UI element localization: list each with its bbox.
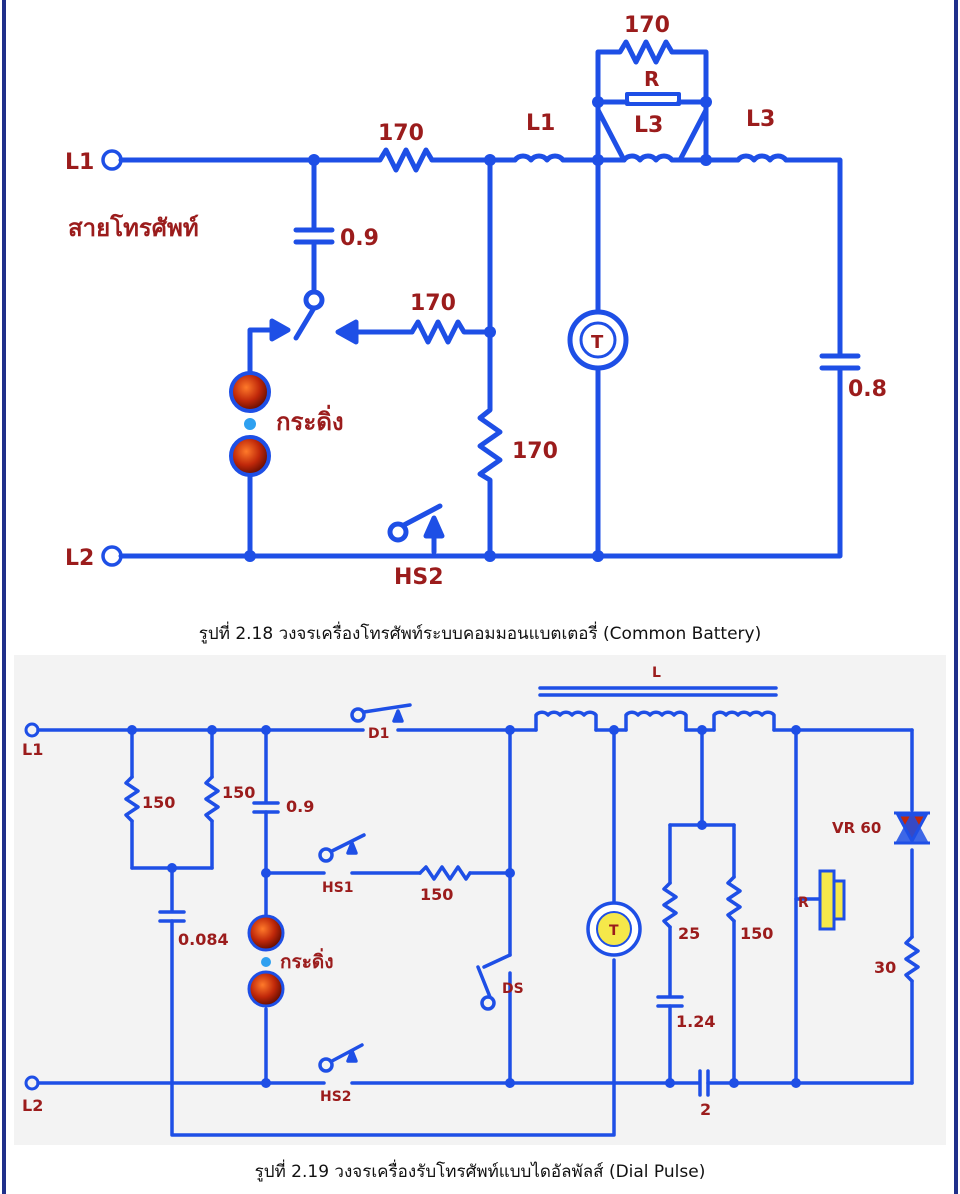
label-r-150-b: 150 xyxy=(222,783,255,802)
label-telephone-line: สายโทรศัพท์ xyxy=(68,213,199,242)
terminal-l2-b xyxy=(24,1075,40,1091)
label-r-25: 25 xyxy=(678,924,700,943)
label-l2-b: L2 xyxy=(22,1096,43,1115)
label-c-0.9: 0.9 xyxy=(340,226,379,251)
label-r-170-vertical: 170 xyxy=(512,439,558,464)
junction-dots xyxy=(244,96,712,562)
label-hs2-b: HS2 xyxy=(320,1089,352,1105)
resistor-170-parallel xyxy=(611,39,675,65)
label-vr-60: VR 60 xyxy=(832,819,881,837)
label-relay-r: R xyxy=(644,67,659,91)
label-d1: D1 xyxy=(368,726,389,742)
figure-2.19-caption: รูปที่ 2.19 วงจรเครื่องรับโทรศัพท์แบบไดอ… xyxy=(254,1162,706,1182)
receiver-t-b-inner xyxy=(596,911,632,947)
label-receiver-r-b: R xyxy=(798,895,809,911)
inductor-l3-right xyxy=(735,153,789,163)
label-ringer: กระดิ่ง xyxy=(276,404,344,436)
label-r-170-top: 170 xyxy=(378,121,424,146)
resistor-30 xyxy=(904,935,920,983)
terminal-l2 xyxy=(101,545,123,567)
label-l2: L2 xyxy=(65,546,94,571)
label-receiver-t: T xyxy=(591,332,604,353)
label-inductor-l1: L1 xyxy=(526,111,555,136)
label-c-0.084: 0.084 xyxy=(178,930,229,949)
terminal-l1 xyxy=(101,149,123,171)
label-r-170-switch: 170 xyxy=(410,291,456,316)
label-ds: DS xyxy=(502,981,524,997)
transformer-coil-2 xyxy=(624,710,688,732)
label-hs1: HS1 xyxy=(322,880,354,896)
label-hs2: HS2 xyxy=(394,565,444,590)
ringer-bell xyxy=(229,371,271,477)
figure-2.19-background xyxy=(14,655,946,1145)
resistor-150-b xyxy=(204,775,220,823)
label-l1-b: L1 xyxy=(22,740,43,759)
figure-2.18-caption: รูปที่ 2.18 วงจรเครื่องโทรศัพท์ระบบคอมมอ… xyxy=(198,624,762,644)
junction-dots-b xyxy=(127,725,801,1088)
resistor-170-top xyxy=(369,147,435,173)
transformer-coil-3 xyxy=(712,710,776,732)
label-l1: L1 xyxy=(65,150,94,175)
frame-border-right xyxy=(954,0,958,1194)
label-c-0.9-b: 0.9 xyxy=(286,797,314,816)
resistor-170-switch xyxy=(409,319,473,345)
label-ringer-b: กระดิ่ง xyxy=(280,948,334,973)
label-r-150-d: 150 xyxy=(740,924,773,943)
receiver-r-b xyxy=(818,869,846,931)
label-r-150-c: 150 xyxy=(420,885,453,904)
resistor-150-d xyxy=(726,875,742,923)
resistor-150-c xyxy=(418,865,472,881)
resistor-150-a xyxy=(124,775,140,823)
varistor-vr60 xyxy=(894,811,930,845)
transformer-coil-1 xyxy=(534,710,598,732)
terminal-l1-b xyxy=(24,722,40,738)
resistor-170-vertical xyxy=(477,397,503,559)
resistor-25 xyxy=(662,881,678,929)
frame-border-left xyxy=(2,0,6,1194)
ringer-bell-b xyxy=(247,914,285,1008)
dial-pulse-circuit-diagram: L1 L2 150 150 0.9 0.084 กระดิ่ง D1 HS1 1… xyxy=(22,665,930,1137)
label-r-30: 30 xyxy=(874,958,896,977)
label-c-0.8: 0.8 xyxy=(848,377,887,402)
common-battery-circuit-diagram: L1 L2 สายโทรศัพท์ 0.9 170 170 170 170 R … xyxy=(65,13,887,590)
label-c-1.24: 1.24 xyxy=(676,1012,715,1031)
label-r-150-a: 150 xyxy=(142,793,175,812)
inductor-l1 xyxy=(512,153,566,163)
label-r-170-parallel: 170 xyxy=(624,13,670,38)
label-inductor-l3-right: L3 xyxy=(746,107,775,132)
label-c-2: 2 xyxy=(700,1100,711,1119)
inductor-l3-mid xyxy=(621,153,675,163)
relay-r xyxy=(625,92,681,106)
label-transformer-l: L xyxy=(652,665,661,681)
label-inductor-l3-mid: L3 xyxy=(634,113,663,138)
label-receiver-t-b: T xyxy=(609,923,619,939)
